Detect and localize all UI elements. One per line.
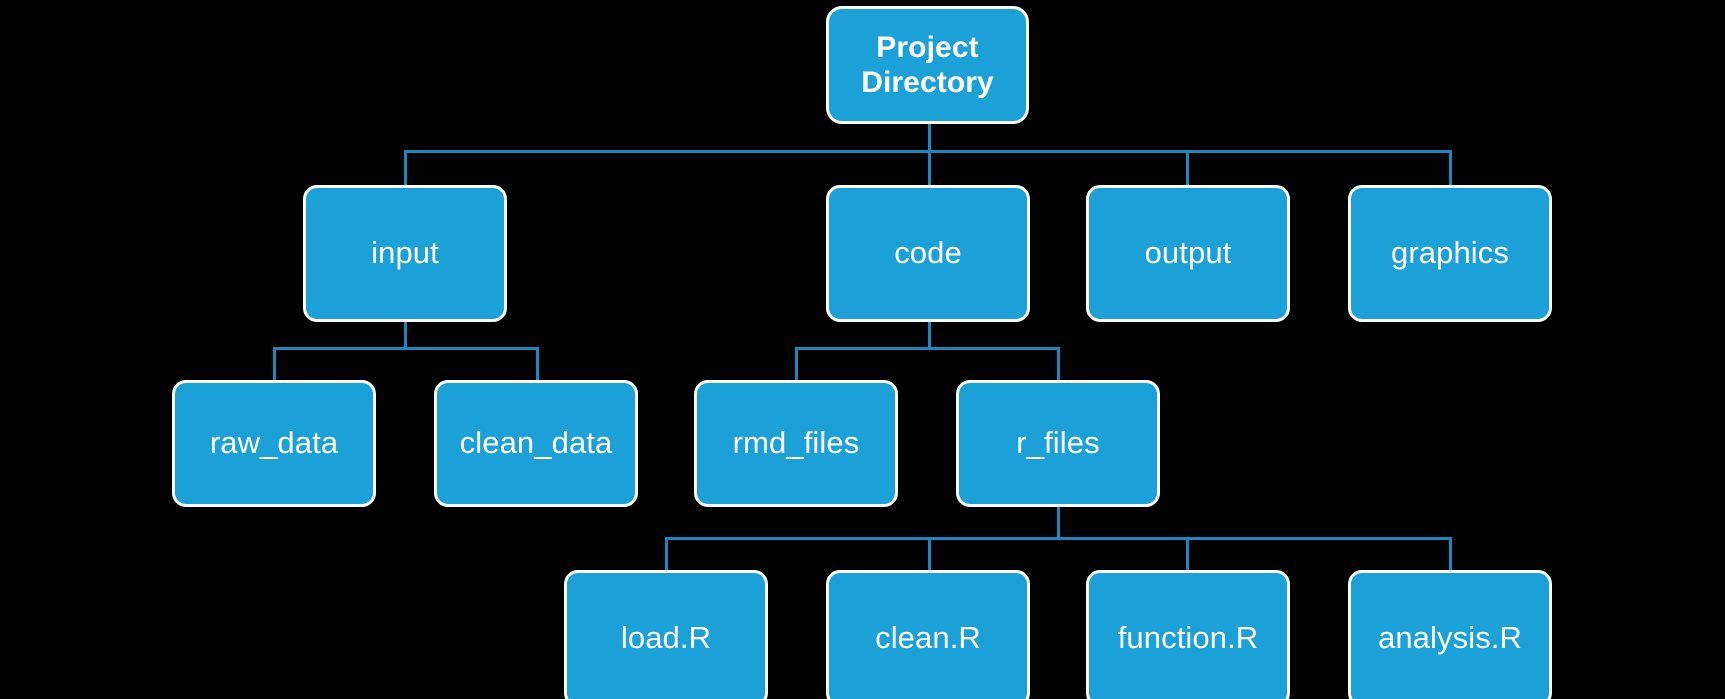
node-rmd-files[interactable]: rmd_files bbox=[694, 380, 898, 507]
node-label: code bbox=[894, 235, 962, 271]
connector-drop-output bbox=[1186, 150, 1189, 186]
node-load-r[interactable]: load.R bbox=[564, 570, 768, 699]
node-label: clean_data bbox=[459, 425, 613, 461]
connector-drop-code bbox=[928, 150, 931, 186]
node-raw-data[interactable]: raw_data bbox=[172, 380, 376, 507]
connector-drop-analysis-r bbox=[1449, 537, 1452, 571]
node-output[interactable]: output bbox=[1086, 185, 1290, 322]
node-function-r[interactable]: function.R bbox=[1086, 570, 1290, 699]
connector-drop-r-files bbox=[1057, 347, 1060, 381]
connector-drop-clean-data bbox=[536, 347, 539, 381]
node-label: load.R bbox=[620, 620, 712, 656]
node-label: r_files bbox=[1016, 425, 1100, 461]
node-label: Project Directory bbox=[861, 30, 994, 99]
node-clean-r[interactable]: clean.R bbox=[826, 570, 1030, 699]
connector-code-bus bbox=[795, 347, 1060, 350]
node-label: analysis.R bbox=[1378, 620, 1522, 656]
node-label: function.R bbox=[1117, 620, 1259, 656]
connector-drop-clean-r bbox=[928, 537, 931, 571]
connector-drop-graphics bbox=[1449, 150, 1452, 186]
node-project-directory[interactable]: Project Directory bbox=[826, 6, 1029, 124]
connector-root-stem bbox=[928, 120, 931, 152]
node-label: graphics bbox=[1391, 235, 1509, 271]
connector-rfiles-bus bbox=[665, 537, 1452, 540]
node-clean-data[interactable]: clean_data bbox=[434, 380, 638, 507]
node-label: raw_data bbox=[209, 425, 339, 461]
node-label: output bbox=[1144, 235, 1232, 271]
connector-drop-rmd-files bbox=[795, 347, 798, 381]
connector-drop-function-r bbox=[1186, 537, 1189, 571]
node-r-files[interactable]: r_files bbox=[956, 380, 1160, 507]
connector-drop-raw-data bbox=[273, 347, 276, 381]
connector-rfiles-stem bbox=[1057, 505, 1060, 540]
node-label: rmd_files bbox=[732, 425, 860, 461]
node-label: input bbox=[371, 235, 439, 271]
connector-code-stem bbox=[928, 320, 931, 350]
node-code[interactable]: code bbox=[826, 185, 1030, 322]
node-input[interactable]: input bbox=[303, 185, 507, 322]
node-graphics[interactable]: graphics bbox=[1348, 185, 1552, 322]
connector-drop-input bbox=[404, 150, 407, 186]
connector-input-bus bbox=[273, 347, 539, 350]
connector-input-stem bbox=[404, 320, 407, 350]
connector-drop-load-r bbox=[665, 537, 668, 571]
node-analysis-r[interactable]: analysis.R bbox=[1348, 570, 1552, 699]
node-label: clean.R bbox=[875, 620, 981, 656]
